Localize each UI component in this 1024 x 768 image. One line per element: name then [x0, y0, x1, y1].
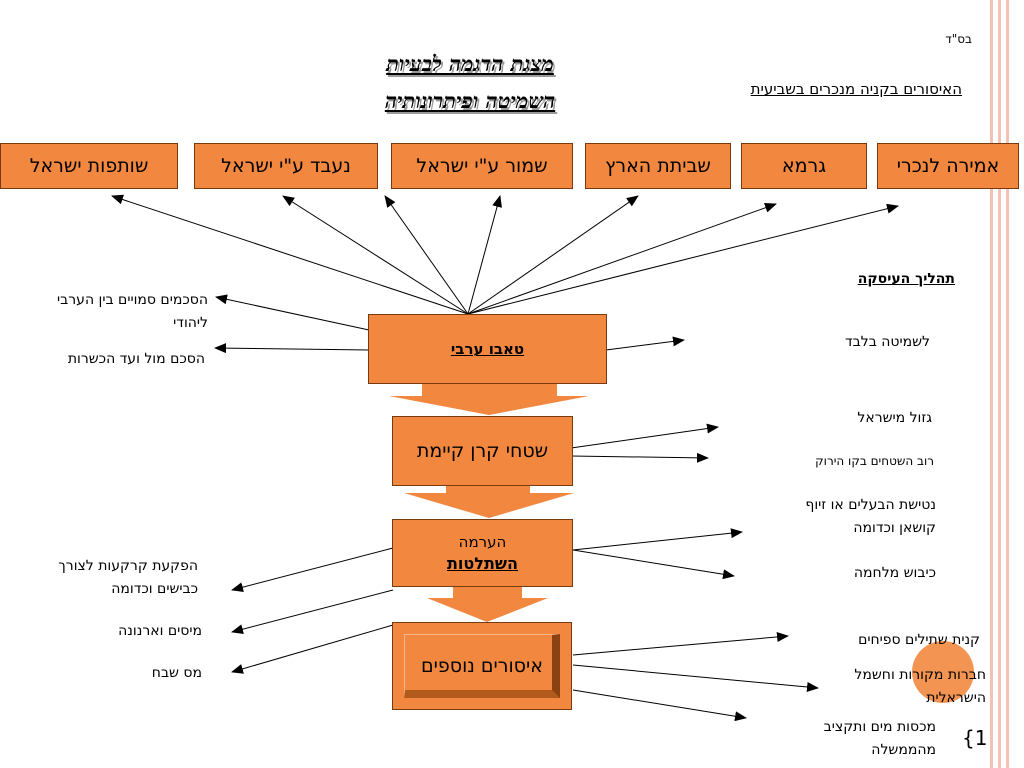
- note-kashrut: הסכם מול ועד הכשרות: [67, 351, 205, 367]
- note-seedlings: קנית שתילים ספיחים: [858, 632, 980, 648]
- taboo-label: טאבו ערבי: [450, 340, 525, 358]
- note-green-line: רוב השטחים בקו הירוק: [815, 454, 934, 468]
- note-expropriation: הפקעת קרקעות לצורך כבישים וכדומה: [58, 558, 198, 597]
- arrow-to-betterment: [231, 624, 394, 674]
- decor-line-2: [998, 0, 1001, 768]
- bsd-label: בס"ד: [945, 32, 972, 46]
- note-stolen: גזול מישראל: [857, 410, 932, 426]
- arrow-to-shutafut: [111, 194, 469, 315]
- box-grama: גרמא: [741, 143, 867, 189]
- decor-line-3: [1006, 0, 1009, 768]
- hishtaltut-box: הערמה השתלטות: [392, 519, 573, 587]
- arrow-to-kashrut: [214, 343, 370, 354]
- title-line1: מצגת הדגמה לבעיות: [386, 51, 554, 76]
- note-companies: חברות מקורות וחשמל הישראלית: [854, 667, 986, 706]
- note-shmita-only: לשמיטה בלבד: [845, 334, 930, 350]
- additional-box-inner: [404, 634, 560, 698]
- title-line2: השמיטה ופיתרונותיה: [384, 88, 556, 113]
- box-shamur: שמור ע"י ישראל: [391, 143, 573, 189]
- arrow-to-shamur: [384, 195, 469, 315]
- note-taxes: מיסים וארנונה: [118, 623, 202, 639]
- subtitle: האיסורים בקניה מנכרים בשביעית: [750, 80, 962, 98]
- additional-label: איסורים נוספים: [421, 655, 543, 677]
- arrow-to-war: [572, 549, 735, 580]
- arrow-to-shvita-1: [467, 195, 502, 315]
- note-water: מכסות מים ותקציב מהממשלה: [823, 719, 936, 758]
- page-number: {1: [962, 726, 988, 750]
- hishtaltut-label: השתלטות: [446, 554, 519, 573]
- arrow-to-companies: [572, 664, 819, 692]
- block-arrow-3: [427, 585, 548, 622]
- arrow-to-abandon: [572, 528, 743, 551]
- additional-box: איסורים נוספים: [392, 622, 572, 710]
- haarama-label: הערמה: [458, 533, 507, 551]
- kkl-box: שטחי קרן קיימת: [392, 416, 573, 486]
- decor-line-1: [990, 0, 993, 768]
- block-arrow-2: [404, 485, 574, 518]
- arrow-to-stolen: [570, 423, 719, 449]
- decor-circle: [912, 641, 974, 703]
- process-heading: תהליך העיסקה: [857, 271, 955, 287]
- box-amira-lenochri: אמירה לנכרי: [877, 143, 1019, 189]
- note-agreements: הסכמים סמויים בין הערבי ליהודי: [57, 292, 208, 331]
- arrow-to-shvita-2: [467, 195, 639, 315]
- note-war: כיבוש מלחמה: [853, 565, 936, 581]
- block-arrow-1: [389, 383, 589, 415]
- arrow-to-amira: [467, 203, 899, 315]
- box-shutafut: שותפות ישראל: [0, 143, 178, 189]
- kkl-label: שטחי קרן קיימת: [416, 440, 549, 462]
- arrow-to-neevad: [282, 195, 469, 315]
- arrow-to-seedlings: [572, 631, 789, 656]
- arrow-to-water: [572, 689, 747, 722]
- arrow-to-shmita-only: [605, 336, 685, 351]
- box-neevad: נעבד ע"י ישראל: [194, 143, 378, 189]
- arrow-to-expropriation: [231, 547, 394, 593]
- arrow-to-taxes: [231, 589, 394, 635]
- arrow-to-green-line: [570, 452, 709, 463]
- taboo-box: טאבו ערבי: [368, 314, 607, 384]
- arrow-to-agreements: [215, 294, 370, 331]
- box-shvitat-haaretz: שביתת הארץ: [585, 143, 731, 189]
- note-abandon: נטישת הבעלים או זיוף קושאן וכדומה: [805, 497, 936, 536]
- arrow-to-grama: [467, 202, 777, 315]
- note-betterment: מס שבח: [151, 665, 202, 681]
